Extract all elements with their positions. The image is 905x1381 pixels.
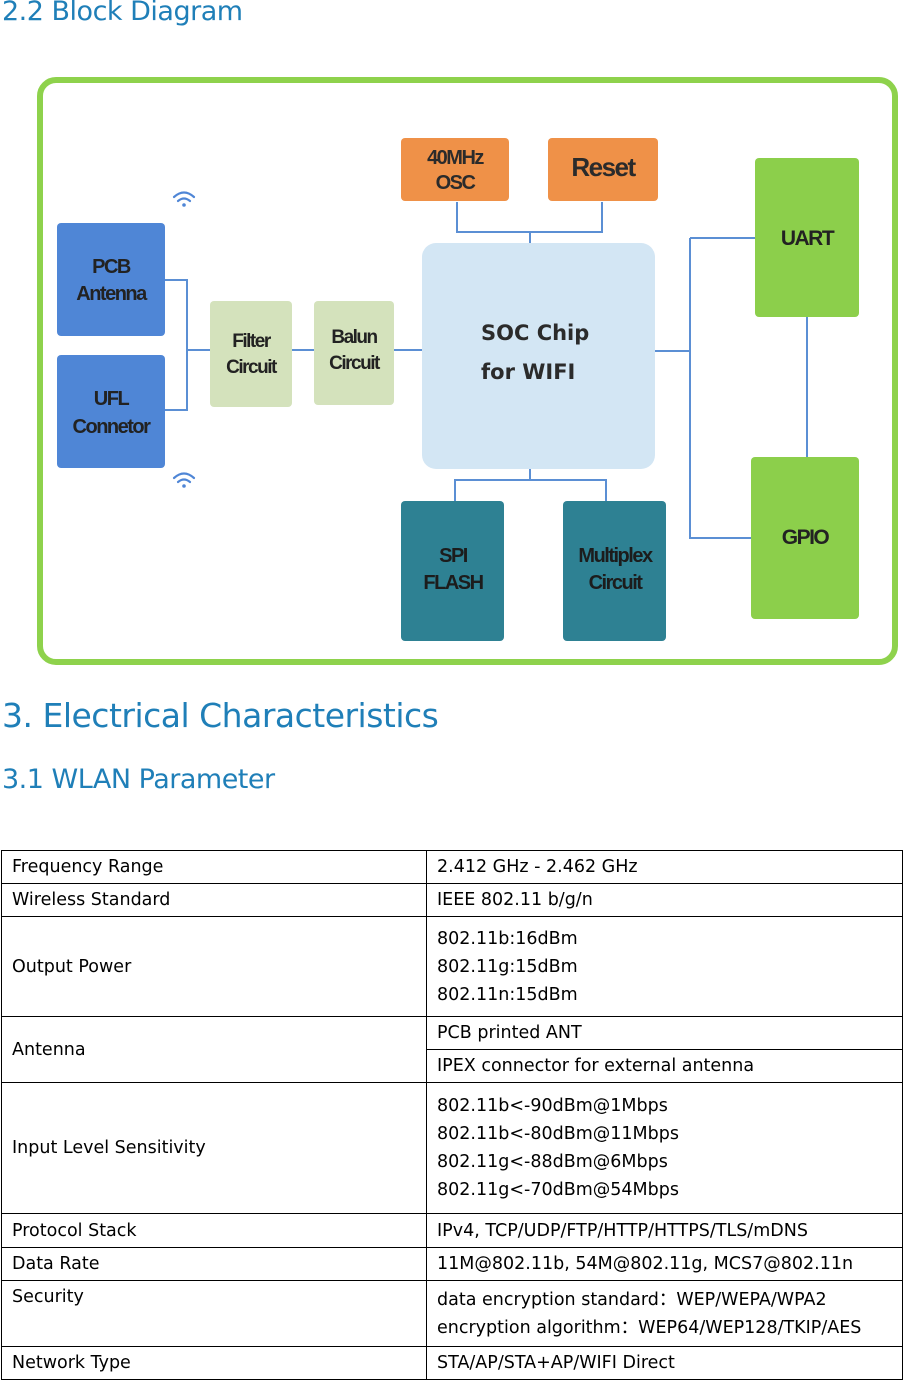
table-row: Input Level Sensitivity 802.11b<-90dBm@1… bbox=[1, 1082, 903, 1214]
multiplex-label-2: Circuit bbox=[589, 572, 644, 594]
osc-label-1: 40MHz bbox=[427, 147, 484, 169]
table-row: Output Power 802.11b:16dBm 802.11g:15dBm… bbox=[1, 916, 903, 1017]
table-row: Protocol Stack IPv4, TCP/UDP/FTP/HTTP/HT… bbox=[1, 1213, 903, 1248]
param-value: STA/AP/STA+AP/WIFI Direct bbox=[426, 1346, 903, 1380]
param-value-line: 802.11g:15dBm bbox=[437, 956, 578, 977]
osc-label-2: OSC bbox=[436, 172, 476, 194]
param-name: Wireless Standard bbox=[1, 883, 427, 917]
spi-flash-label-1: SPI bbox=[439, 545, 468, 567]
spi-flash-label-2: FLASH bbox=[423, 572, 483, 594]
param-name: Frequency Range bbox=[1, 850, 427, 884]
gpio-block bbox=[751, 457, 859, 619]
gpio-label: GPIO bbox=[782, 526, 830, 549]
soc-chip-block bbox=[422, 243, 655, 469]
param-value: data encryption standard：WEP/WEPA/WPA2 e… bbox=[426, 1280, 903, 1347]
spi-flash-block bbox=[401, 501, 504, 641]
param-value: 2.412 GHz - 2.462 GHz bbox=[426, 850, 903, 884]
table-row: IPEX connector for external antenna bbox=[2, 1049, 903, 1083]
param-value: IPv4, TCP/UDP/FTP/HTTP/HTTPS/TLS/mDNS bbox=[426, 1213, 903, 1248]
table-row: Security data encryption standard：WEP/WE… bbox=[1, 1280, 903, 1347]
param-value: IPEX connector for external antenna bbox=[426, 1049, 903, 1083]
param-value: 802.11b<-90dBm@1Mbps 802.11b<-80dBm@11Mb… bbox=[426, 1082, 903, 1214]
block-diagram-heading: 2.2 Block Diagram bbox=[2, 0, 243, 27]
block-diagram: 40MHz OSC Reset UART GPIO PCB Antenna UF… bbox=[37, 77, 898, 665]
balun-label-1: Balun bbox=[331, 327, 377, 348]
balun-label-2: Circuit bbox=[329, 353, 381, 374]
wlan-parameter-table: Frequency Range 2.412 GHz - 2.462 GHz Wi… bbox=[1, 850, 903, 1380]
pcb-antenna-label-1: PCB bbox=[92, 256, 131, 278]
table-row: Data Rate 11M@802.11b, 54M@802.11g, MCS7… bbox=[1, 1247, 903, 1281]
param-value-line: 802.11g<-88dBm@6Mbps bbox=[437, 1152, 668, 1172]
connection-lines bbox=[165, 202, 808, 539]
filter-label-1: Filter bbox=[232, 331, 272, 352]
param-value: 11M@802.11b, 54M@802.11g, MCS7@802.11n bbox=[426, 1247, 903, 1281]
param-name: Output Power bbox=[1, 916, 427, 1017]
param-value-line: 802.11b<-90dBm@1Mbps bbox=[437, 1096, 668, 1116]
table-row: Antenna PCB printed ANT bbox=[1, 1016, 903, 1083]
param-value-line: data encryption standard：WEP/WEPA/WPA2 bbox=[437, 1289, 827, 1310]
ufl-connector-label-2: Connetor bbox=[73, 416, 152, 438]
wifi-icon bbox=[172, 191, 196, 207]
pcb-antenna-block bbox=[57, 223, 165, 336]
param-name: Security bbox=[1, 1280, 427, 1347]
param-name: Network Type bbox=[1, 1346, 427, 1380]
param-name: Antenna bbox=[1, 1016, 427, 1083]
param-value: PCB printed ANT bbox=[426, 1016, 903, 1050]
multiplex-circuit-block bbox=[563, 501, 666, 641]
table-row: Wireless Standard IEEE 802.11 b/g/n bbox=[1, 883, 903, 917]
osc-block bbox=[401, 138, 509, 201]
param-value-line: 802.11b<-80dBm@11Mbps bbox=[437, 1124, 679, 1144]
reset-label: Reset bbox=[571, 152, 636, 182]
reset-block bbox=[548, 138, 658, 201]
filter-circuit-block bbox=[210, 301, 292, 407]
param-name: Protocol Stack bbox=[1, 1213, 427, 1248]
electrical-characteristics-heading: 3. Electrical Characteristics bbox=[2, 696, 439, 735]
param-value-line: 802.11b:16dBm bbox=[437, 928, 578, 949]
table-row: Frequency Range 2.412 GHz - 2.462 GHz bbox=[1, 850, 903, 884]
param-name: Data Rate bbox=[1, 1247, 427, 1281]
soc-label-2: for WIFI bbox=[481, 360, 575, 384]
param-value-line: encryption algorithm：WEP64/WEP128/TKIP/A… bbox=[437, 1317, 862, 1338]
table-row: Network Type STA/AP/STA+AP/WIFI Direct bbox=[1, 1346, 903, 1380]
filter-label-2: Circuit bbox=[226, 357, 278, 378]
uart-label: UART bbox=[781, 227, 835, 250]
uart-block bbox=[755, 158, 859, 317]
param-name: Input Level Sensitivity bbox=[1, 1082, 427, 1214]
param-value-line: 802.11n:15dBm bbox=[437, 984, 578, 1005]
balun-circuit-block bbox=[314, 301, 394, 405]
wifi-icon bbox=[172, 472, 196, 488]
ufl-connector-label-1: UFL bbox=[94, 388, 130, 410]
soc-label-1: SOC Chip bbox=[481, 321, 589, 345]
ufl-connector-block bbox=[57, 355, 165, 468]
param-value-line: 802.11g<-70dBm@54Mbps bbox=[437, 1180, 679, 1200]
param-value: 802.11b:16dBm 802.11g:15dBm 802.11n:15dB… bbox=[426, 916, 903, 1017]
multiplex-label-1: Multiplex bbox=[578, 545, 653, 567]
wlan-parameter-heading: 3.1 WLAN Parameter bbox=[2, 764, 275, 795]
pcb-antenna-label-2: Antenna bbox=[76, 283, 148, 305]
param-value: IEEE 802.11 b/g/n bbox=[426, 883, 903, 917]
